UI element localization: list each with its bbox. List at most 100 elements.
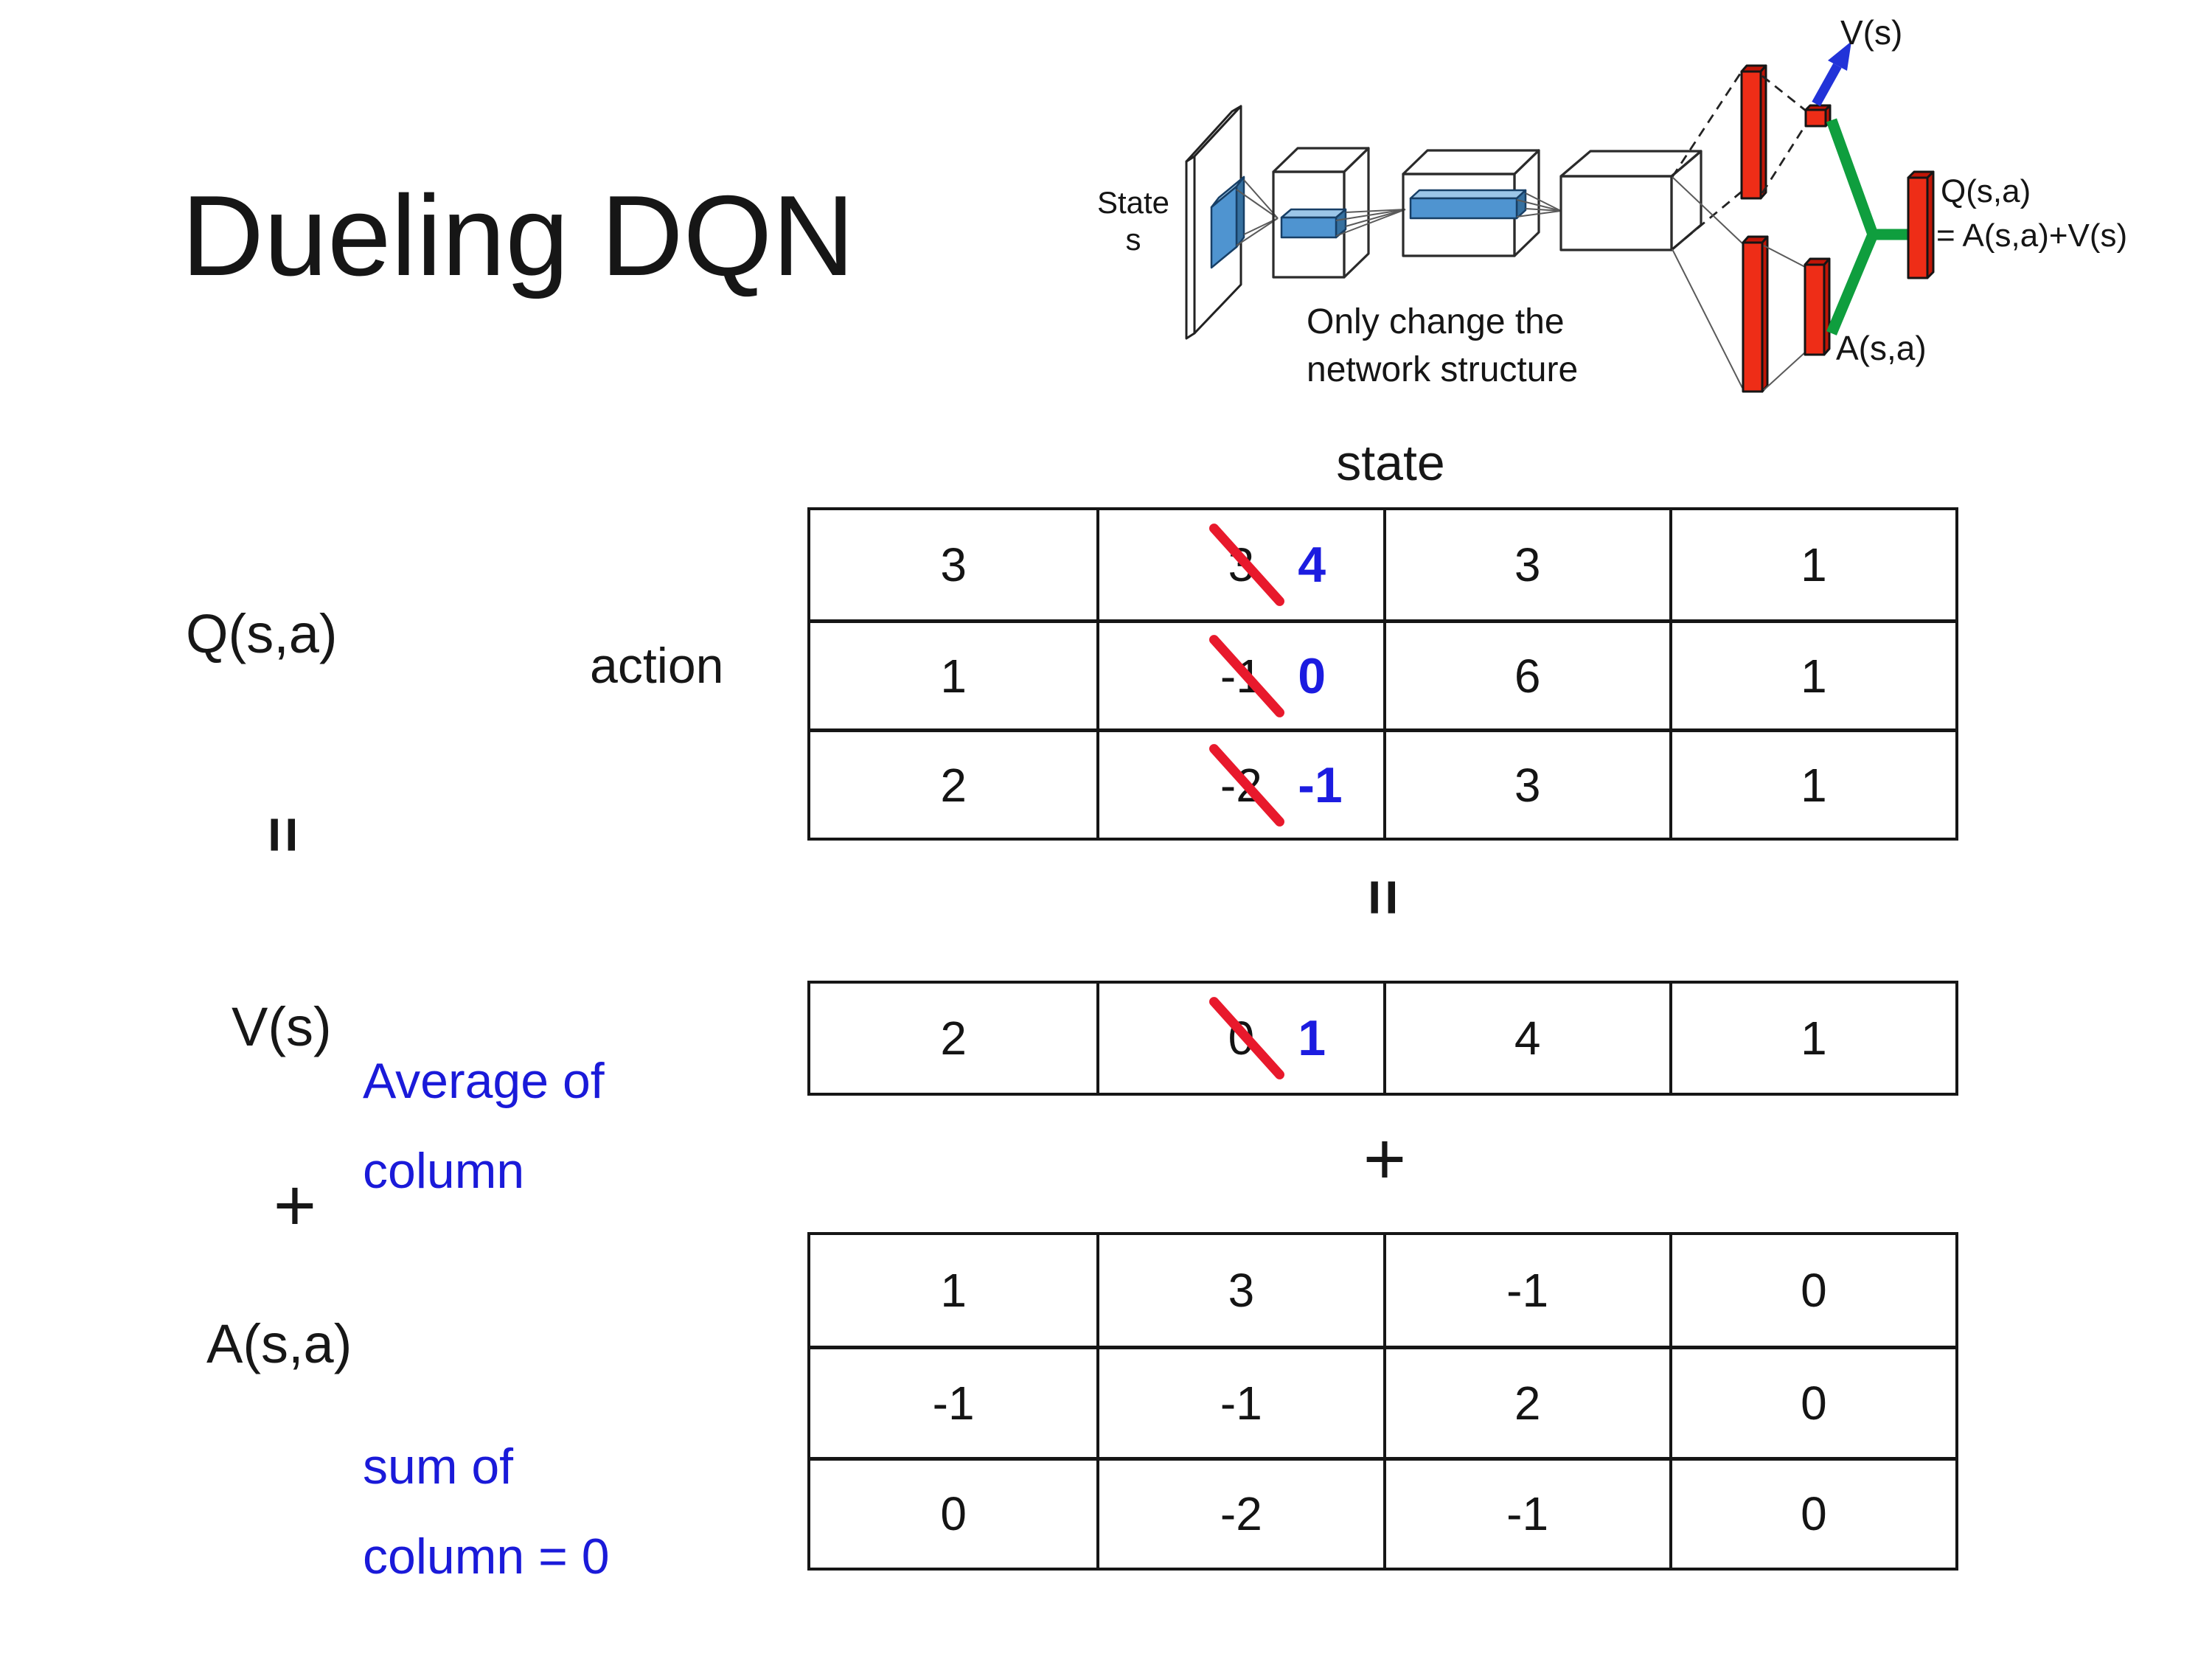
a-table-cell-r2c4: 0 — [1669, 1346, 1955, 1457]
a-table-cell-r2c3: 2 — [1382, 1346, 1669, 1457]
dueling-network-diagram: State s V(s) Q(s,a) = A(s,a)+V(s) A(s,a)… — [1097, 13, 2127, 393]
a-table-cell-r3c2: -2 — [1096, 1456, 1383, 1568]
cell-value: 1 — [1801, 758, 1827, 812]
advantage-fc-bar — [1742, 235, 1769, 393]
value-arrow — [1812, 41, 1851, 107]
a-table-cell-r3c3: -1 — [1382, 1456, 1669, 1568]
cell-value: 2 — [940, 1012, 967, 1065]
sum-note-line2: column = 0 — [363, 1528, 610, 1585]
cell-value: -1 — [932, 1376, 975, 1430]
v-table-cell-r1c2: 01 — [1096, 984, 1382, 1093]
equals-sign-left: = — [248, 815, 319, 854]
cell-value: 0 — [1801, 1264, 1827, 1318]
feature-map-3 — [1409, 189, 1527, 220]
red-strike-slash — [1207, 632, 1287, 720]
corrected-value: -1 — [1298, 757, 1343, 813]
diagram-q-output-line1: Q(s,a) — [1941, 173, 2031, 209]
cell-value: 0 — [940, 1487, 967, 1541]
funnel-lines-3 — [1516, 192, 1562, 218]
a-table-cell-r3c4: 0 — [1669, 1456, 1955, 1568]
cell-value: -1 — [1506, 1487, 1549, 1541]
feature-map-1 — [1210, 175, 1245, 269]
sum-note-line1: sum of — [363, 1439, 514, 1495]
value-funnel-lines — [1761, 74, 1807, 194]
action-axis-label: action — [590, 638, 724, 694]
cell-value: 6 — [1514, 649, 1541, 703]
corrected-value: 4 — [1298, 537, 1326, 593]
diagram-q-output-line2: = A(s,a)+V(s) — [1936, 218, 2127, 254]
cell-value: 3 — [940, 538, 967, 591]
q-table-cell-r1c4: 1 — [1669, 510, 1955, 619]
corrected-value: 1 — [1298, 1010, 1326, 1066]
q-table-cell-r3c4: 1 — [1669, 728, 1955, 838]
cell-value: 1 — [1801, 1012, 1827, 1065]
v-table: 2 01 4 1 — [807, 981, 1958, 1096]
q-table-cell-r2c1: 1 — [810, 619, 1097, 728]
cell-value: 2 — [1514, 1376, 1541, 1430]
red-strike-slash — [1207, 741, 1287, 829]
v-table-cell-r1c1: 2 — [810, 984, 1096, 1093]
a-table-cell-r2c1: -1 — [810, 1346, 1097, 1456]
corrected-value: 0 — [1298, 647, 1326, 704]
cell-value: 2 — [940, 758, 967, 812]
q-table-cell-r2c4: 1 — [1669, 619, 1955, 728]
v-table-cell-r1c4: 1 — [1669, 984, 1955, 1093]
q-table-cell-r1c2: 34 — [1096, 510, 1382, 619]
a-table-cell-r1c1: 1 — [810, 1235, 1096, 1346]
cell-value: -2 — [1220, 1487, 1262, 1541]
cell-value: 0 — [1801, 1487, 1827, 1541]
value-fc-bar — [1740, 64, 1767, 200]
cell-value: 1 — [1801, 649, 1827, 703]
q-output-bar — [1907, 170, 1935, 279]
conv-box-2 — [1402, 149, 1540, 257]
cell-value: 1 — [1801, 538, 1827, 591]
advantage-vector-bar — [1804, 257, 1831, 356]
feature-map-2 — [1280, 208, 1347, 239]
diagram-state-sub: s — [1126, 222, 1141, 257]
stream-split-lines — [1671, 71, 1743, 389]
q-table-cell-r3c2: -2-1 — [1096, 728, 1383, 838]
combine-connector — [1826, 118, 1909, 335]
cell-value: 4 — [1514, 1012, 1541, 1065]
cell-value: 3 — [1514, 758, 1541, 812]
q-table-cell-r3c1: 2 — [810, 728, 1097, 838]
q-function-label: Q(s,a) — [186, 603, 338, 664]
cell-value: 3 — [1514, 538, 1541, 591]
value-function-label: V(s) — [232, 996, 332, 1057]
value-scalar-box — [1804, 104, 1832, 128]
a-table-cell-r3c1: 0 — [810, 1456, 1097, 1568]
diagram-state-label: State — [1097, 185, 1169, 220]
a-table-cell-r2c2: -1 — [1096, 1346, 1383, 1457]
funnel-lines-1 — [1236, 179, 1279, 246]
slide-title: Dueling DQN — [181, 172, 855, 299]
diagram-advantage-label: A(s,a) — [1836, 329, 1927, 367]
equals-sign-middle: = — [1348, 878, 1419, 917]
cell-value: 1 — [940, 1264, 967, 1318]
a-table: 1 3 -1 0 -1 -1 2 0 0 -2 -1 0 — [807, 1232, 1958, 1571]
a-table-cell-r1c3: -1 — [1382, 1235, 1669, 1346]
q-table-cell-r2c2: -10 — [1096, 619, 1383, 728]
conv-box-3 — [1559, 150, 1703, 251]
plus-sign-middle: + — [1363, 1118, 1407, 1200]
v-table-cell-r1c3: 4 — [1382, 984, 1669, 1093]
funnel-lines-2 — [1335, 209, 1406, 237]
diagram-vs-label: V(s) — [1840, 13, 1902, 52]
avg-note-line1: Average of — [363, 1053, 605, 1109]
plus-sign-left: + — [273, 1164, 317, 1247]
q-table-cell-r2c3: 6 — [1382, 619, 1669, 728]
q-table-cell-r3c3: 3 — [1382, 728, 1669, 838]
cell-value: -1 — [1220, 1376, 1262, 1430]
cell-value: 0 — [1801, 1376, 1827, 1430]
q-table-cell-r1c1: 3 — [810, 510, 1096, 619]
cell-value: 3 — [1228, 1264, 1255, 1318]
a-table-cell-r1c2: 3 — [1096, 1235, 1382, 1346]
cell-value: -1 — [1506, 1264, 1549, 1318]
cell-value: 1 — [940, 649, 967, 703]
advantage-function-label: A(s,a) — [206, 1313, 352, 1374]
state-axis-label: state — [1336, 435, 1445, 491]
sum-of-column-note: sum of column = 0 — [363, 1422, 610, 1602]
diagram-caption-line1: Only change the — [1307, 302, 1565, 341]
